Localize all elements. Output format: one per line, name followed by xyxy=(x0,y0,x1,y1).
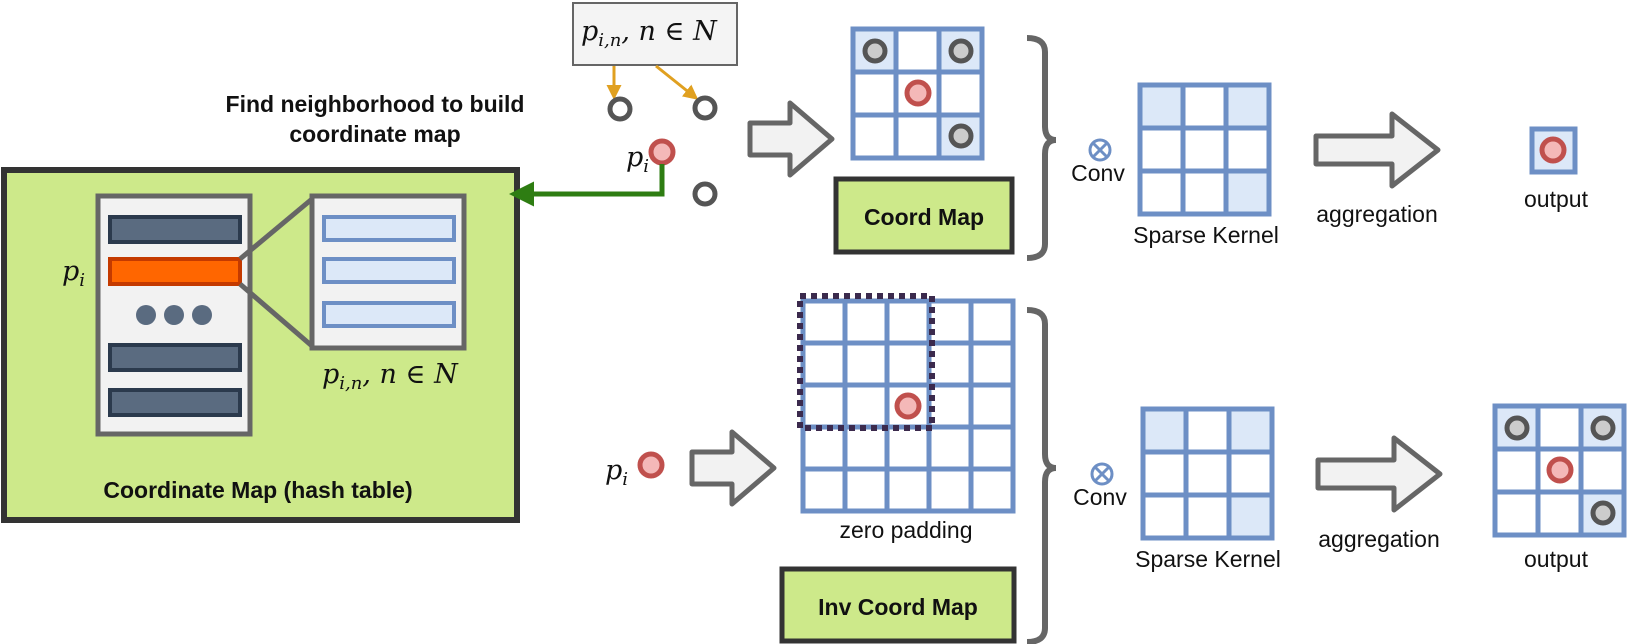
neighborhood-points: pi,n, n ∈ N pi xyxy=(509,2,738,207)
kernel-cell-active xyxy=(1231,496,1271,536)
zoom-connector xyxy=(238,197,314,261)
hash-table-caption: Coordinate Map (hash table) xyxy=(103,477,412,503)
hash-value-row xyxy=(322,301,456,328)
conv-label-top: Conv xyxy=(1071,160,1125,186)
grid-border xyxy=(1492,403,1627,538)
pin-label-hash: pi,n, n ∈ N xyxy=(322,359,459,394)
inv-coord-map-label: Inv Coord Map xyxy=(818,594,978,620)
neighbor-point xyxy=(1504,415,1530,441)
kernel-cell-active xyxy=(1142,87,1182,127)
aggregation-label-top: aggregation xyxy=(1316,201,1438,227)
aggregation-arrow-icon xyxy=(1313,111,1441,189)
neighbor-point xyxy=(948,38,974,64)
hash-key-row xyxy=(108,215,242,244)
sparse-kernel-grid xyxy=(1140,406,1275,541)
zoom-connector xyxy=(238,282,314,348)
grid-border xyxy=(850,26,985,161)
hash-key-row xyxy=(108,343,242,372)
pi-label-top: pi xyxy=(626,142,649,177)
zero-padding-grid xyxy=(797,293,1016,514)
output-label-top: output xyxy=(1524,186,1589,212)
sparse-kernel-label-top: Sparse Kernel xyxy=(1133,222,1279,248)
hash-value-row xyxy=(322,257,456,284)
find-neighborhood-label-line2: coordinate map xyxy=(289,121,460,147)
coord-map-grid xyxy=(850,26,985,161)
center-point xyxy=(904,79,932,107)
conv-operator-icon xyxy=(1090,462,1114,486)
aggregation-label-bottom: aggregation xyxy=(1318,526,1440,552)
neighbor-point xyxy=(607,96,633,122)
aggregation-arrow-icon xyxy=(1315,435,1443,513)
pi-label-bottom: pi xyxy=(605,455,628,490)
neighbor-point xyxy=(1590,500,1616,526)
center-point xyxy=(894,392,922,420)
ellipsis-dot xyxy=(192,305,212,325)
block-arrow-icon xyxy=(747,100,835,178)
sparse-kernel-grid xyxy=(1137,82,1272,217)
coord-map-label: Coord Map xyxy=(864,204,984,230)
neighbor-point xyxy=(692,181,718,207)
coordinate-map-hash-table: pi pi,n, n ∈ N Coordinate Map (hash tabl… xyxy=(1,167,520,523)
output-label-bottom: output xyxy=(1524,546,1589,572)
center-point xyxy=(637,451,665,479)
coord-map-box xyxy=(833,176,1015,255)
neighbor-point xyxy=(1590,415,1616,441)
kernel-cell-active xyxy=(1231,411,1271,451)
pin-label-box xyxy=(572,2,738,66)
kernel-cell-active xyxy=(1228,172,1268,212)
kernel-window xyxy=(797,293,935,431)
pi-label-hash: pi xyxy=(62,256,85,291)
grid-border xyxy=(1137,82,1272,217)
neighbor-point xyxy=(948,123,974,149)
block-arrow-icon xyxy=(689,429,777,507)
kernel-cell-active xyxy=(1145,411,1185,451)
output-point xyxy=(1539,136,1567,164)
ellipsis-dot xyxy=(136,305,156,325)
lookup-arrow xyxy=(509,164,665,207)
pin-label-top: pi,n, n ∈ N xyxy=(581,16,718,51)
neighbor-point xyxy=(692,95,718,121)
brace-icon xyxy=(1026,35,1057,261)
ellipsis-dot xyxy=(164,305,184,325)
neighbor-arrow xyxy=(655,64,699,100)
center-point xyxy=(1546,456,1574,484)
grid-border xyxy=(1140,406,1275,541)
conv-operator-icon xyxy=(1088,138,1112,162)
brace-icon xyxy=(1026,307,1057,644)
hash-value-row xyxy=(322,215,456,242)
hash-key-row-highlighted xyxy=(108,257,242,286)
center-point xyxy=(648,138,676,166)
sparse-kernel-label-bottom: Sparse Kernel xyxy=(1135,546,1281,572)
inv-coord-map-box xyxy=(779,566,1017,644)
hash-key-row xyxy=(108,388,242,417)
zero-padding-label: zero padding xyxy=(840,517,973,543)
conv-label-bottom: Conv xyxy=(1073,484,1127,510)
find-neighborhood-label-line1: Find neighborhood to build xyxy=(226,91,525,117)
kernel-cell-active xyxy=(1228,87,1268,127)
output-grid xyxy=(1492,403,1627,538)
neighbor-point xyxy=(862,38,888,64)
